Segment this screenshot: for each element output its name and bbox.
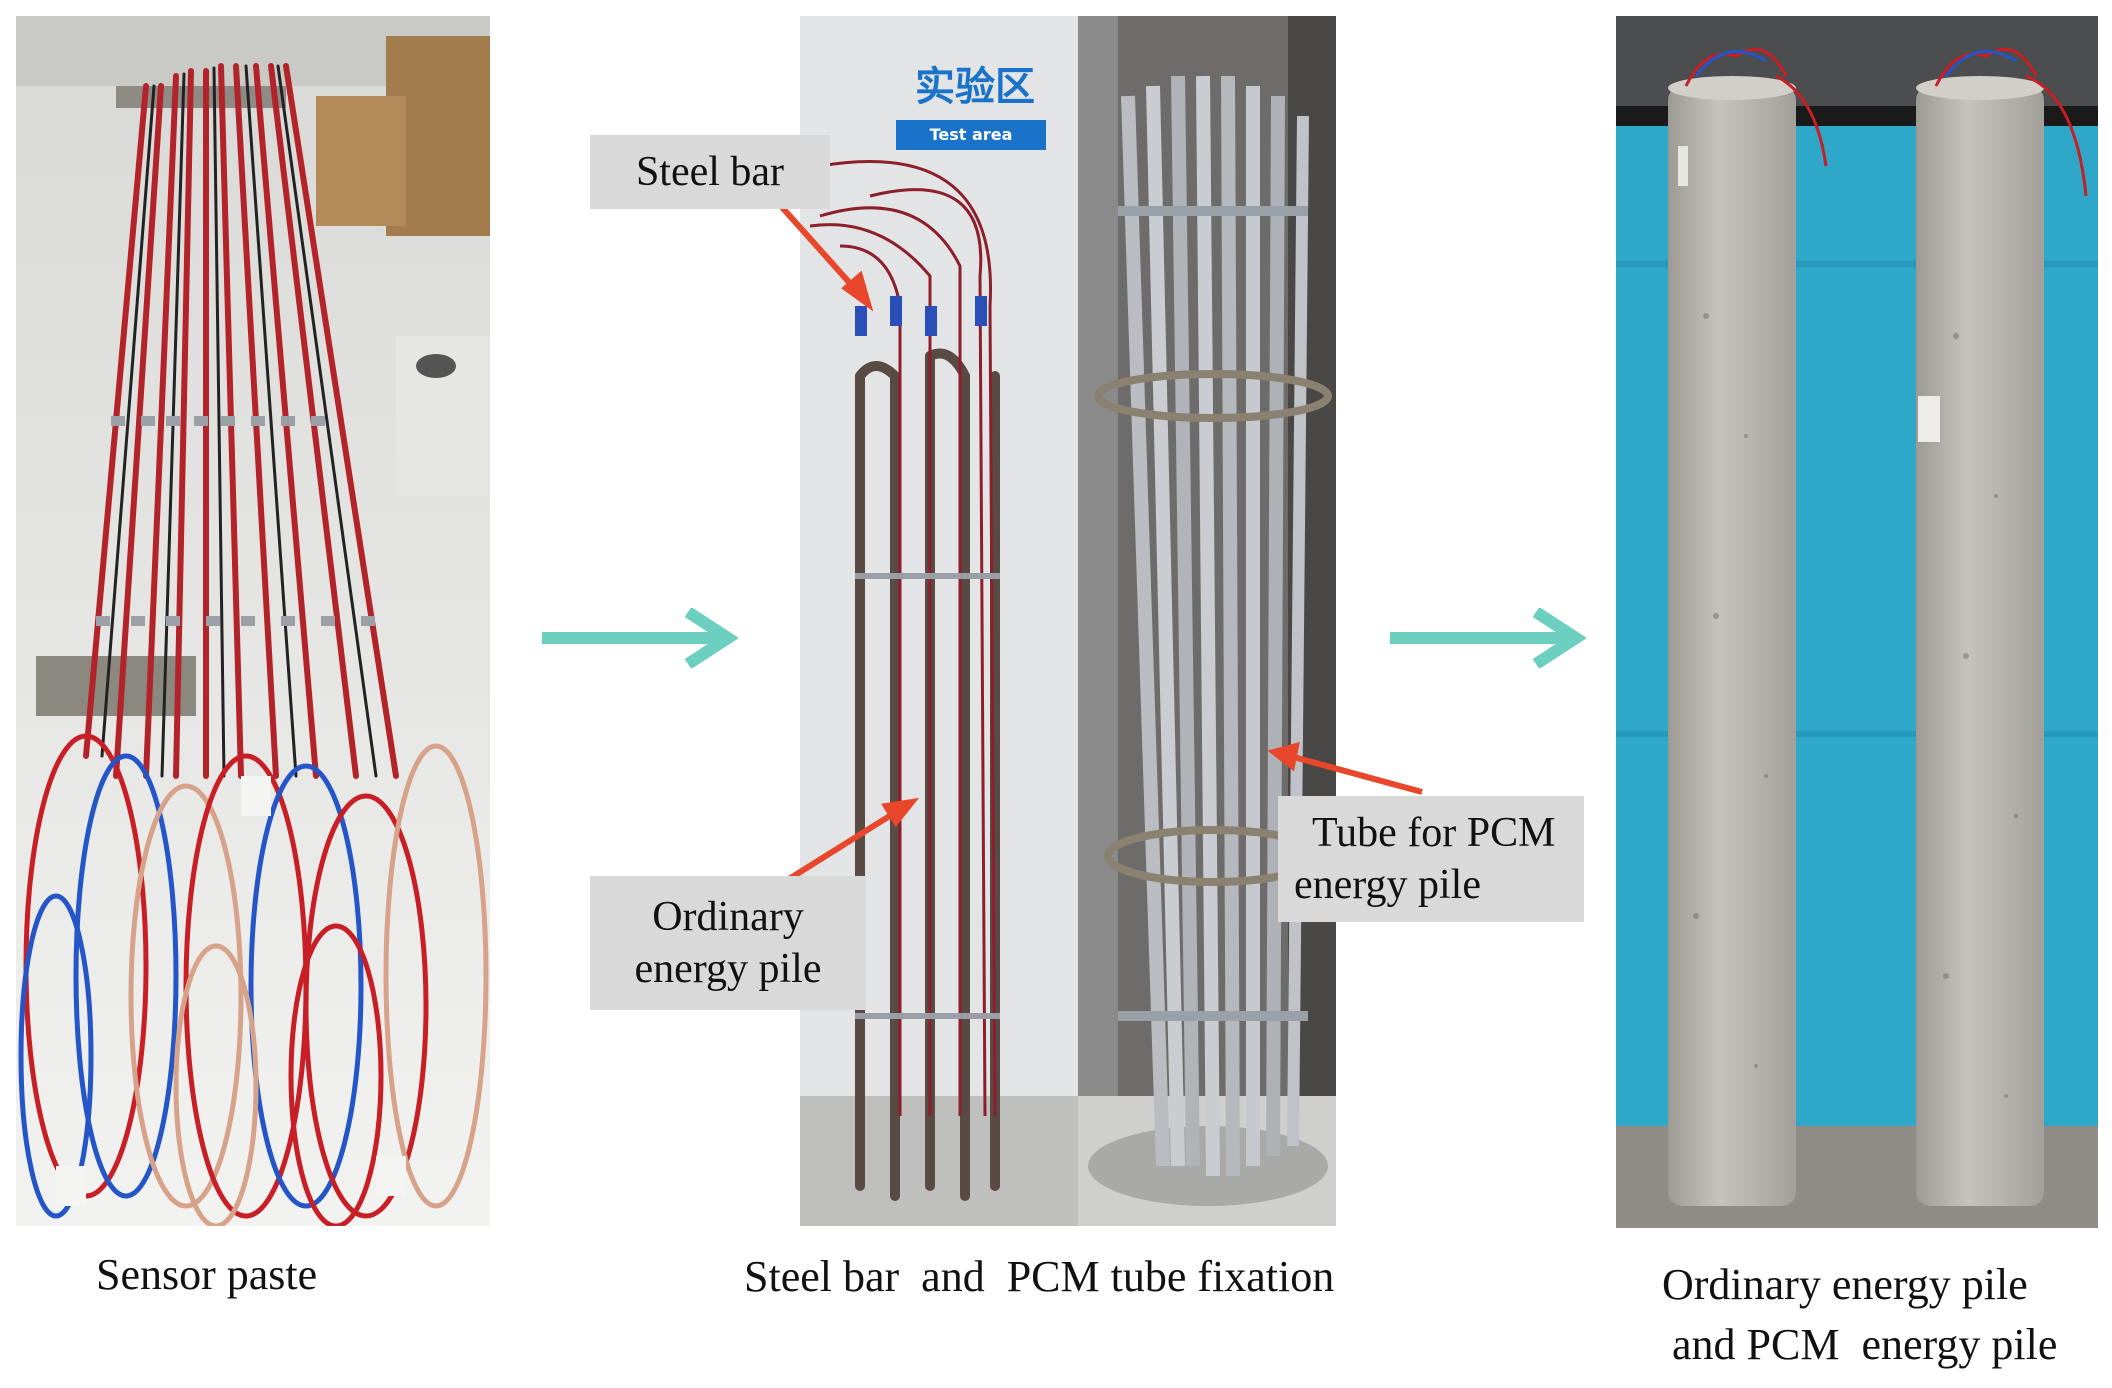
- label-ordinary-energy-pile: Ordinary energy pile: [590, 876, 866, 1010]
- label-tube-line2: energy pile: [1294, 862, 1481, 908]
- label-tube-pcm-energy-pile: Tube for PCM energy pile: [1278, 796, 1584, 922]
- photo-pcm-tubes: [1078, 16, 1336, 1226]
- label-steel-bar: Steel bar: [590, 135, 830, 209]
- photo-steel-bar-cage: 实验区 Test area: [800, 16, 1078, 1226]
- right-arrow-icon: [1386, 608, 1586, 668]
- label-ordinary-line1: Ordinary: [652, 893, 804, 940]
- caption-energy-piles-line1: Ordinary energy pile: [1662, 1260, 2028, 1309]
- caption-sensor-paste: Sensor paste: [96, 1250, 318, 1299]
- caption-energy-piles-line2: and PCM energy pile: [1672, 1320, 2058, 1369]
- right-arrow-icon: [538, 608, 738, 668]
- label-tube-line1: Tube for PCM: [1312, 809, 1556, 856]
- photo-sensor-paste: [16, 16, 490, 1226]
- photo-concrete-piles: [1616, 16, 2098, 1228]
- label-ordinary-line2: energy pile: [634, 946, 822, 992]
- label-steel-bar-text: Steel bar: [635, 148, 785, 195]
- sign-title: 实验区: [915, 64, 1035, 110]
- sign-subtitle: Test area: [896, 120, 1046, 150]
- caption-steel-bar-pcm-fixation: Steel bar and PCM tube fixation: [744, 1252, 1335, 1301]
